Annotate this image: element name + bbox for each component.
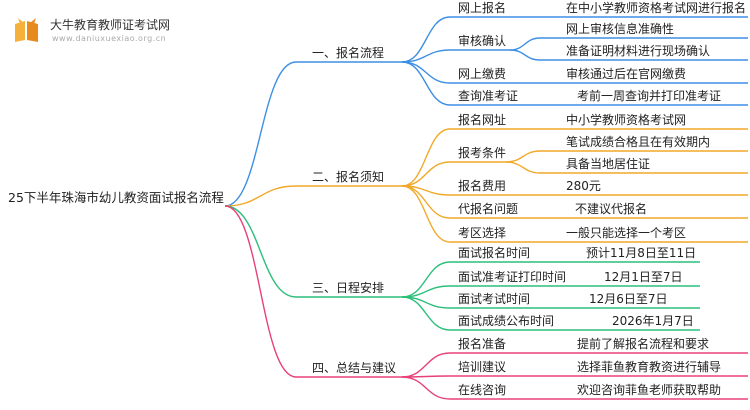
item-detail: 笔试成绩合格且在有效期内 bbox=[566, 135, 711, 149]
item-label: 报考条件 bbox=[458, 146, 507, 160]
item-detail: 欢迎咨询菲鱼老师获取帮助 bbox=[577, 383, 722, 397]
section-2-title: 二、报名须知 bbox=[312, 170, 385, 184]
item-line bbox=[401, 61, 451, 84]
item-detail: 具备当地居住证 bbox=[566, 157, 651, 171]
item-line bbox=[401, 61, 451, 106]
item-label: 网上缴费 bbox=[458, 67, 507, 81]
watermark-site-name: 大牛教育教师证考试网 bbox=[50, 18, 171, 32]
detail-line bbox=[505, 161, 541, 174]
branch-line bbox=[224, 185, 297, 207]
item-label: 培训建议 bbox=[458, 360, 507, 374]
item-detail: 2026年1月7日 bbox=[612, 314, 694, 328]
item-detail: 中小学教师资格考试网 bbox=[566, 113, 687, 127]
watermark-logo: 大牛教育教师证考试网 www.daniuxuexiao.org.cn bbox=[12, 16, 342, 48]
branch-line bbox=[224, 205, 297, 378]
item-detail: 在中小学教师资格考试网进行报名 bbox=[566, 1, 747, 15]
item-label: 面试准考证打印时间 bbox=[458, 270, 567, 284]
section-1-title: 一、报名流程 bbox=[312, 46, 385, 60]
item-detail: 准备证明材料进行现场确认 bbox=[566, 44, 711, 58]
item-detail: 不建议代报名 bbox=[575, 202, 648, 216]
detail-line bbox=[505, 150, 541, 163]
item-detail: 280元 bbox=[566, 179, 601, 193]
item-label: 查询准考证 bbox=[458, 89, 519, 103]
item-label: 面试成绩公布时间 bbox=[458, 314, 555, 328]
item-label: 报名准备 bbox=[458, 337, 507, 351]
item-label: 代报名问题 bbox=[458, 202, 519, 216]
book-logo-icon bbox=[15, 18, 38, 42]
item-line bbox=[401, 161, 451, 187]
detail-line bbox=[509, 37, 541, 51]
item-label: 报名费用 bbox=[458, 179, 507, 193]
detail-line bbox=[509, 49, 541, 61]
item-label: 审核确认 bbox=[458, 34, 507, 48]
root-topic: 25下半年珠海市幼儿教资面试报名流程 bbox=[8, 190, 224, 205]
item-detail: 提前了解报名流程和要求 bbox=[577, 337, 710, 351]
item-detail: 选择菲鱼教育教资进行辅导 bbox=[577, 360, 722, 374]
item-label: 在线咨询 bbox=[458, 383, 507, 397]
item-line bbox=[401, 376, 451, 400]
item-detail: 一般只能选择一个考区 bbox=[566, 226, 687, 240]
item-detail: 12月1日至7日 bbox=[604, 270, 683, 284]
section-3-title: 三、日程安排 bbox=[312, 281, 385, 295]
item-line bbox=[401, 49, 451, 63]
item-label: 报名网址 bbox=[458, 113, 507, 127]
item-label: 考区选择 bbox=[458, 226, 507, 240]
item-line bbox=[401, 128, 451, 187]
watermark-url: www.daniuxuexiao.org.cn bbox=[52, 34, 167, 43]
item-detail: 审核通过后在官网缴费 bbox=[566, 67, 687, 81]
item-line bbox=[401, 185, 451, 243]
branch-line bbox=[224, 61, 297, 207]
item-detail: 12月6日至7日 bbox=[589, 292, 668, 306]
item-line bbox=[401, 296, 451, 331]
item-label: 面试考试时间 bbox=[458, 292, 531, 306]
branch-line bbox=[224, 205, 297, 298]
item-label: 面试报名时间 bbox=[458, 246, 531, 260]
item-detail: 网上审核信息准确性 bbox=[566, 22, 675, 36]
item-line bbox=[401, 352, 451, 378]
item-detail: 考前一周查询并打印准考证 bbox=[577, 89, 722, 103]
item-detail: 预计11月8日至11日 bbox=[586, 246, 697, 260]
section-4-title: 四、总结与建议 bbox=[312, 361, 397, 375]
item-line bbox=[401, 16, 451, 63]
item-label: 网上报名 bbox=[458, 1, 507, 15]
